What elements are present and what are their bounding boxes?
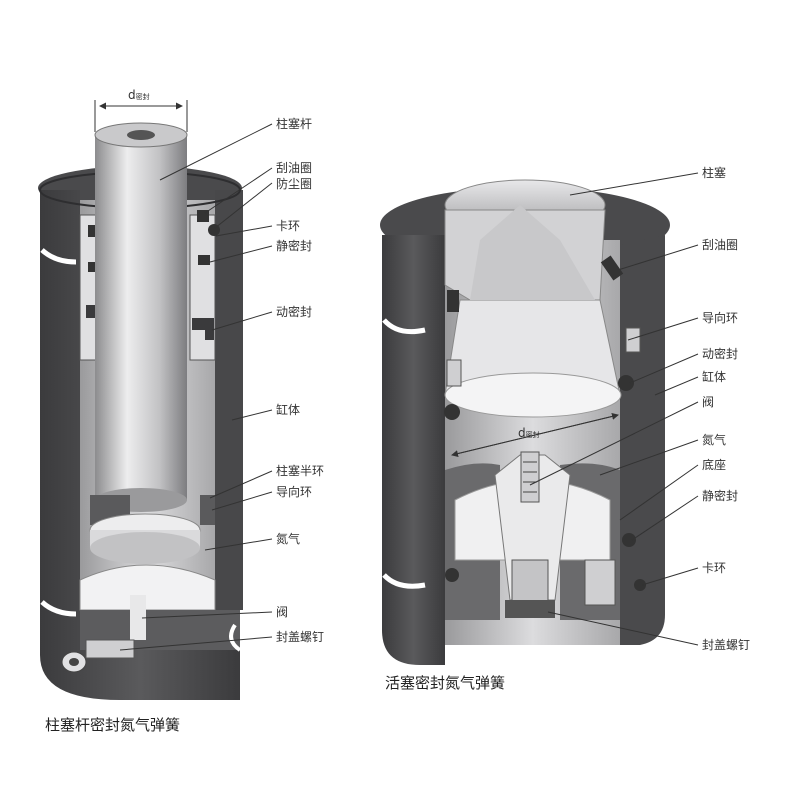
left-leader-lines <box>119 123 273 651</box>
label-cylinder-right: 缸体 <box>702 370 727 384</box>
label-dynamic-seal-right: 动密封 <box>702 347 739 361</box>
left-dimension-line <box>94 100 188 132</box>
right-cylinder-wall-left <box>382 235 445 665</box>
left-spring-body <box>38 122 243 700</box>
label-plunger: 柱塞 <box>702 166 727 180</box>
right-leader-lines <box>529 172 699 646</box>
label-dynamic-seal-left: 动密封 <box>276 305 313 319</box>
label-rod: 柱塞杆 <box>276 117 313 131</box>
label-nitrogen-left: 氮气 <box>276 532 301 546</box>
label-cap-screw-left: 封盖螺钉 <box>276 630 325 644</box>
left-caption: 柱塞杆密封氮气弹簧 <box>45 716 181 734</box>
right-dimension-label: d密封 <box>518 426 540 440</box>
left-cylinder-right-wall <box>215 190 243 610</box>
left-dimension-label: d密封 <box>128 88 150 102</box>
label-half-ring: 柱塞半环 <box>276 464 325 478</box>
label-base: 底座 <box>702 458 727 472</box>
label-cylinder-left: 缸体 <box>276 403 301 417</box>
left-piston-rod <box>95 135 187 500</box>
left-cap-screw <box>61 639 135 673</box>
label-circlip-right: 卡环 <box>702 561 727 575</box>
label-guide-ring-right: 导向环 <box>702 311 739 325</box>
right-spring-body <box>380 179 670 665</box>
label-cap-screw-right: 封盖螺钉 <box>702 638 751 652</box>
label-valve-left: 阀 <box>276 605 289 619</box>
label-nitrogen-right: 氮气 <box>702 433 727 447</box>
label-static-seal-left: 静密封 <box>276 239 313 253</box>
label-wiper-right: 刮油圈 <box>702 238 739 252</box>
right-cap-screw <box>505 600 555 618</box>
label-static-seal-right: 静密封 <box>702 489 739 503</box>
label-guide-ring-left: 导向环 <box>276 485 313 499</box>
label-circlip-left: 卡环 <box>276 219 301 233</box>
label-dust-seal: 防尘圈 <box>276 177 313 191</box>
left-static-seal-mark <box>88 262 100 272</box>
right-dimension-line <box>451 413 619 457</box>
right-valve <box>520 451 540 503</box>
right-caption: 活塞密封氮气弹簧 <box>385 674 506 692</box>
label-valve-right: 阀 <box>702 395 715 409</box>
label-wiper-left: 刮油圈 <box>276 161 313 175</box>
